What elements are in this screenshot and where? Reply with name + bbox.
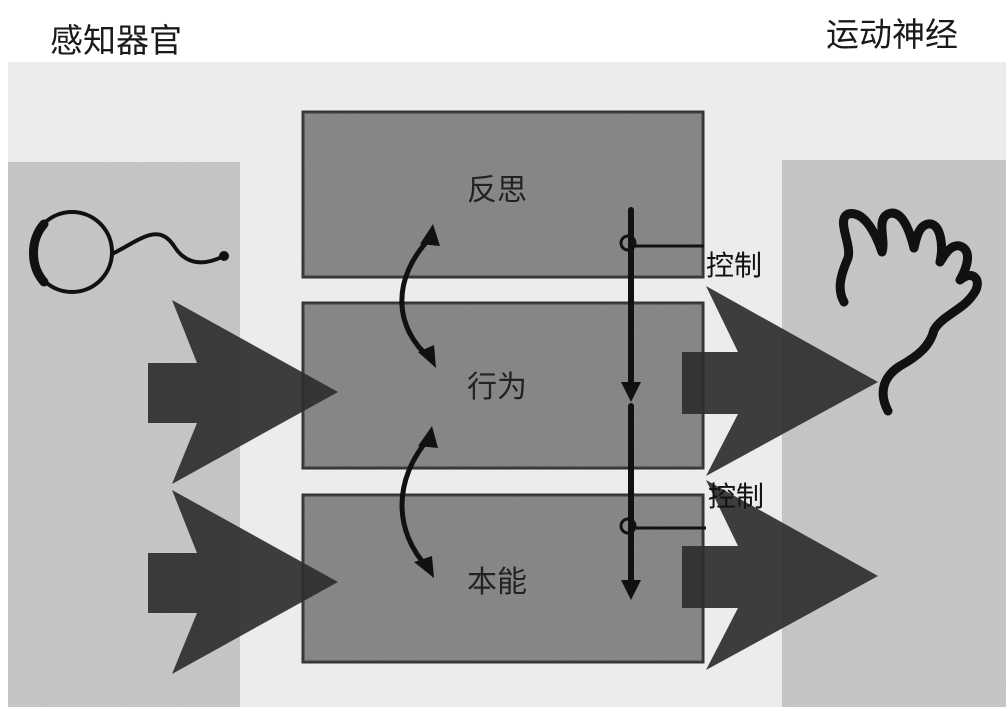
behavioral-layer-label: 行为 <box>467 370 527 405</box>
visceral-layer-label: 本能 <box>467 565 527 600</box>
eye-icon <box>29 210 229 294</box>
behavioral-visceral-curved-arrow <box>399 434 433 571</box>
sensory-input-arrow-lower <box>148 490 338 674</box>
hand-icon <box>835 208 982 416</box>
motor-nerves-label: 运动神经 <box>826 15 958 54</box>
control-tap-upper <box>619 234 704 252</box>
sensory-input-arrow-upper <box>148 300 338 484</box>
reflective-behavioral-curved-arrow <box>399 232 436 361</box>
control-tap-lower <box>619 517 706 535</box>
sensory-organs-label: 感知器官 <box>50 21 182 60</box>
motor-output-arrow-lower <box>682 480 878 670</box>
control-arrowhead-upper <box>621 382 641 402</box>
control-label-upper: 控制 <box>706 249 763 282</box>
reflective-layer-label: 反思 <box>467 173 527 208</box>
motor-output-arrow-upper <box>682 286 878 476</box>
control-arrowhead-lower <box>621 580 641 600</box>
control-label-lower: 控制 <box>708 480 765 513</box>
